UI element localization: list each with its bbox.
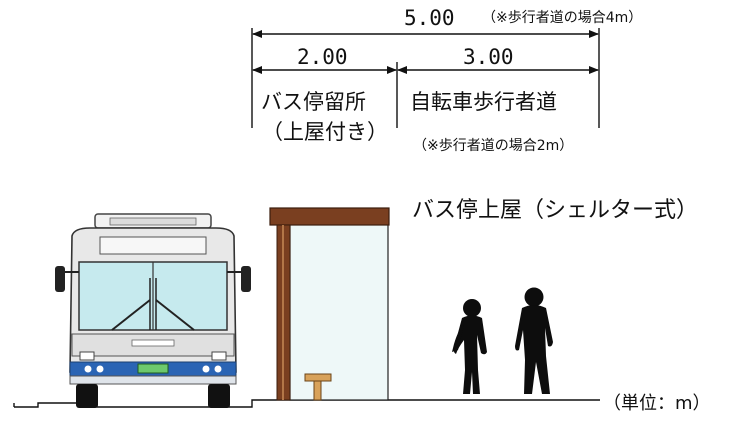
bus-stop-sublabel: （上屋付き）: [262, 120, 388, 144]
bus-front-icon: [55, 213, 251, 408]
shelter-roof: [269, 207, 390, 226]
dimension-lane-width: 3.00: [463, 45, 514, 69]
ground-line: [14, 399, 600, 408]
lane-label: 自転車歩行者道: [410, 90, 557, 114]
bench: [304, 373, 332, 401]
dimension-total: 5.00: [404, 6, 455, 30]
shelter-title: バス停上屋（シェルター式）: [412, 198, 699, 223]
shelter-glass-panel: [289, 222, 389, 401]
unit-label: （単位：m）: [603, 393, 711, 414]
dimension-lines: [251, 28, 600, 128]
bus-shelter: [269, 207, 390, 401]
bus-stop-label: バス停留所: [261, 90, 366, 114]
lane-note: （※歩行者道の場合2m）: [413, 138, 574, 154]
dimension-total-note: （※歩行者道の場合4m）: [482, 10, 643, 26]
pedestrian-silhouette-icon: [452, 287, 553, 394]
dimension-bus-stop-width: 2.00: [297, 45, 348, 69]
ground: [13, 399, 600, 408]
